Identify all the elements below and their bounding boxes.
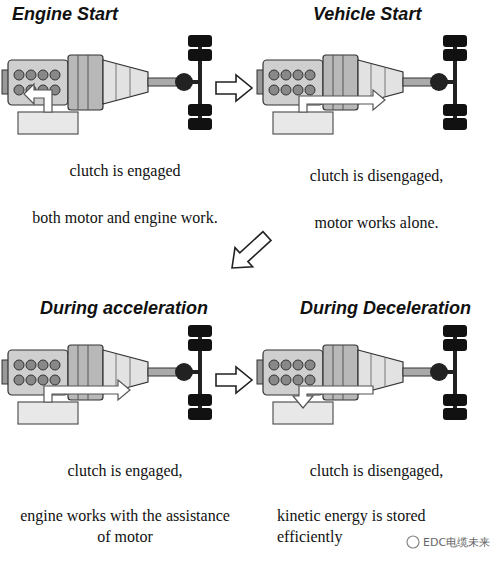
stage-caption: engine works with the assistance of moto… (15, 505, 235, 547)
stage-heading: During Deceleration (300, 298, 471, 319)
stage-heading: Engine Start (12, 4, 118, 25)
stage-caption: motor works alone. (255, 212, 498, 233)
stage-caption: clutch is engaged (0, 160, 250, 181)
stage-panel: During Deceleration clutch is disengaged,… (255, 290, 498, 561)
stage-heading: Vehicle Start (313, 4, 421, 25)
watermark-icon (407, 536, 419, 548)
watermark: EDC电缆未来 (423, 535, 490, 550)
stage-caption: clutch is disengaged, (255, 165, 498, 186)
stage-caption: both motor and engine work. (0, 207, 250, 228)
stage-arrow (216, 75, 252, 101)
stage-panel: Vehicle Start clutch is disengaged, motor … (255, 0, 498, 282)
stage-arrow (232, 232, 271, 268)
stage-heading: During acceleration (40, 298, 208, 319)
stage-arrow (216, 367, 252, 393)
stage-panel: Engine Start clutch is engaged both motor … (0, 0, 250, 282)
stage-caption: clutch is disengaged, (255, 460, 498, 481)
stage-caption: clutch is engaged, (0, 460, 250, 481)
stage-panel: During acceleration clutch is engaged, eng… (0, 290, 250, 561)
